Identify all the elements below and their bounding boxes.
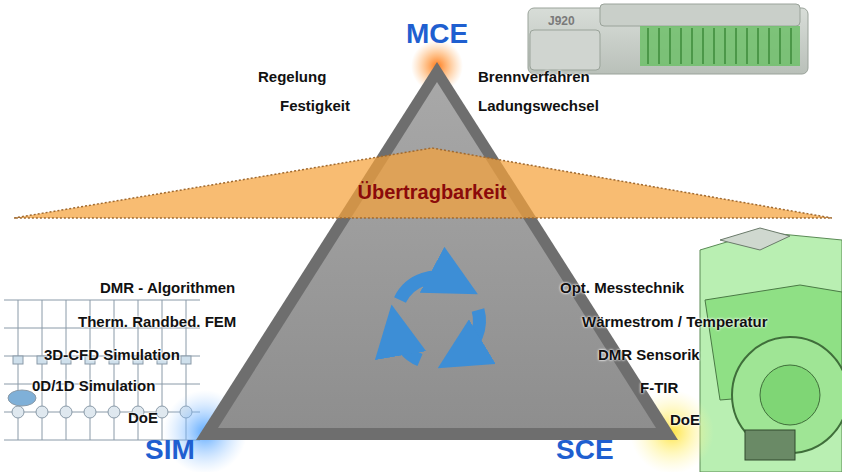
method-label: DMR - Algorithmen xyxy=(100,280,235,297)
method-label: DoE xyxy=(128,410,158,427)
method-label: DoE xyxy=(670,412,700,429)
engine-type: J920 xyxy=(548,15,575,28)
cycle-arrows xyxy=(396,277,479,360)
topic-label: Festigkeit xyxy=(280,98,350,115)
method-label: Opt. Messtechnik xyxy=(560,280,684,297)
method-label: 0D/1D Simulation xyxy=(32,378,155,395)
method-label: 3D-CFD Simulation xyxy=(44,347,180,364)
vertex-label: SIM xyxy=(145,435,195,466)
topic-label: Brennverfahren xyxy=(478,69,590,86)
topic-label: Ladungswechsel xyxy=(478,98,599,115)
transfer-band: Übertragbarkeit xyxy=(14,146,832,220)
method-label: DMR Sensorik xyxy=(598,347,700,364)
method-label: Therm. Randbed. FEM xyxy=(78,314,236,331)
method-label: F-TIR xyxy=(640,380,678,397)
method-label: Wärmestrom / Temperatur xyxy=(582,314,768,331)
vertex-label: MCE xyxy=(406,19,468,50)
vertex-label: SCE xyxy=(556,435,614,466)
topic-label: Regelung xyxy=(258,69,326,86)
band-label: Übertragbarkeit xyxy=(358,181,507,203)
engine-top xyxy=(528,4,808,74)
engine-bottom xyxy=(700,228,842,472)
